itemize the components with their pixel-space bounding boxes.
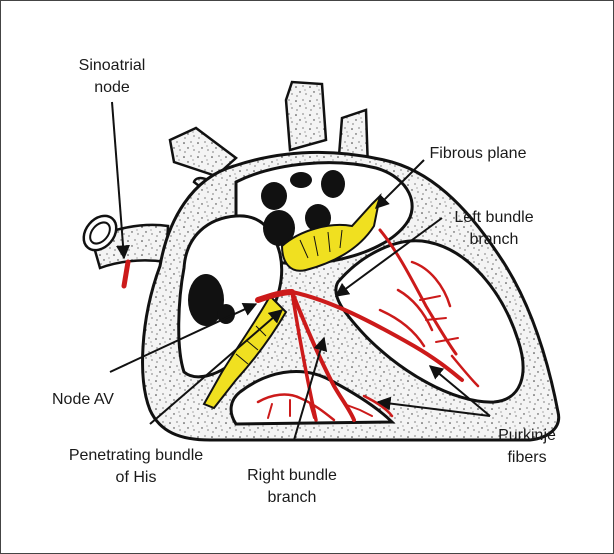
label-fibrous-plane: Fibrous plane — [430, 145, 527, 162]
label-left-bundle-line2: branch — [470, 231, 519, 248]
label-penetrating-line1: Penetrating bundle — [69, 447, 203, 464]
label-left-bundle-line1: Left bundle — [454, 209, 533, 226]
label-right-bundle-line2: branch — [268, 489, 317, 506]
label-sinoatrial-line1: Sinoatrial — [79, 57, 146, 74]
label-sinoatrial-line2: node — [94, 79, 130, 96]
label-node-av: Node AV — [52, 391, 114, 408]
label-purkinje-line1: Purkinje — [498, 427, 556, 444]
label-purkinje-line2: fibers — [507, 449, 546, 466]
label-right-bundle-line1: Right bundle — [247, 467, 337, 484]
label-penetrating-line2: of His — [116, 469, 157, 486]
